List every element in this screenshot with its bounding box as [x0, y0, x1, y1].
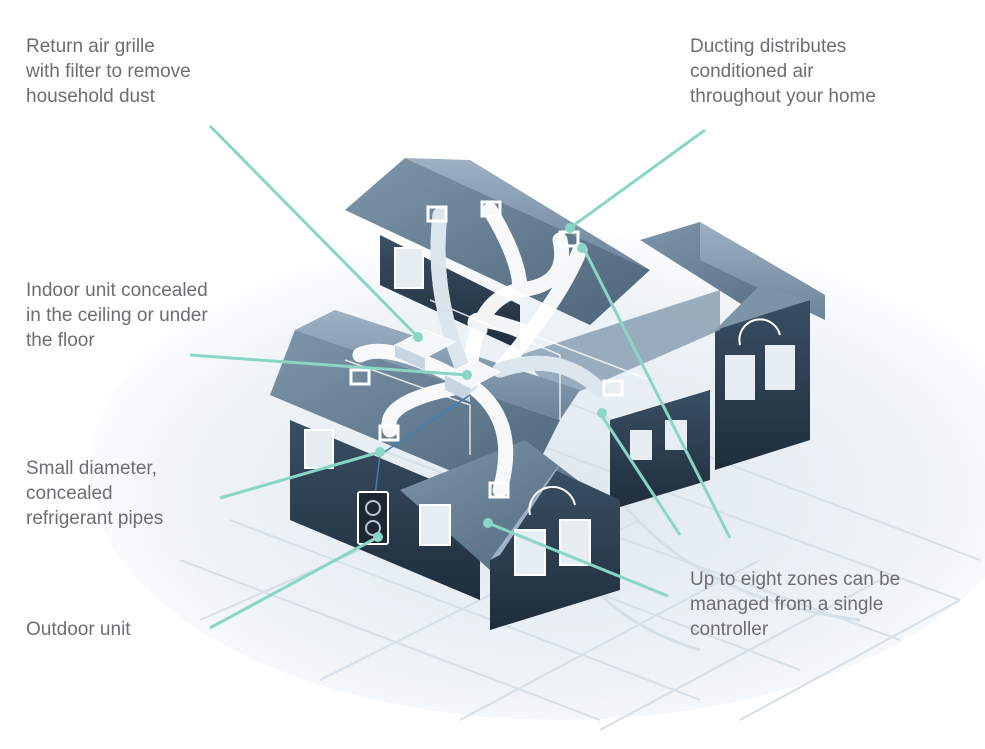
leader-lines	[189, 124, 732, 630]
callout-ducting: Ducting distributes conditioned air thro…	[690, 36, 876, 107]
garage-wing	[640, 222, 825, 470]
callout-zones: Up to eight zones can be managed from a …	[690, 569, 901, 640]
outdoor-unit-icon	[357, 491, 389, 545]
ducting	[352, 202, 608, 498]
indoor-unit-icon	[393, 329, 502, 402]
callout-outdoor-unit: Outdoor unit	[26, 619, 131, 640]
leader-dots	[373, 223, 607, 542]
callout-refrigerant-pipes: Small diameter, concealed refrigerant pi…	[26, 458, 164, 529]
callout-indoor-unit: Indoor unit concealed in the ceiling or …	[26, 280, 208, 351]
callout-return-air-grille: Return air grille with filter to remove …	[26, 36, 191, 107]
